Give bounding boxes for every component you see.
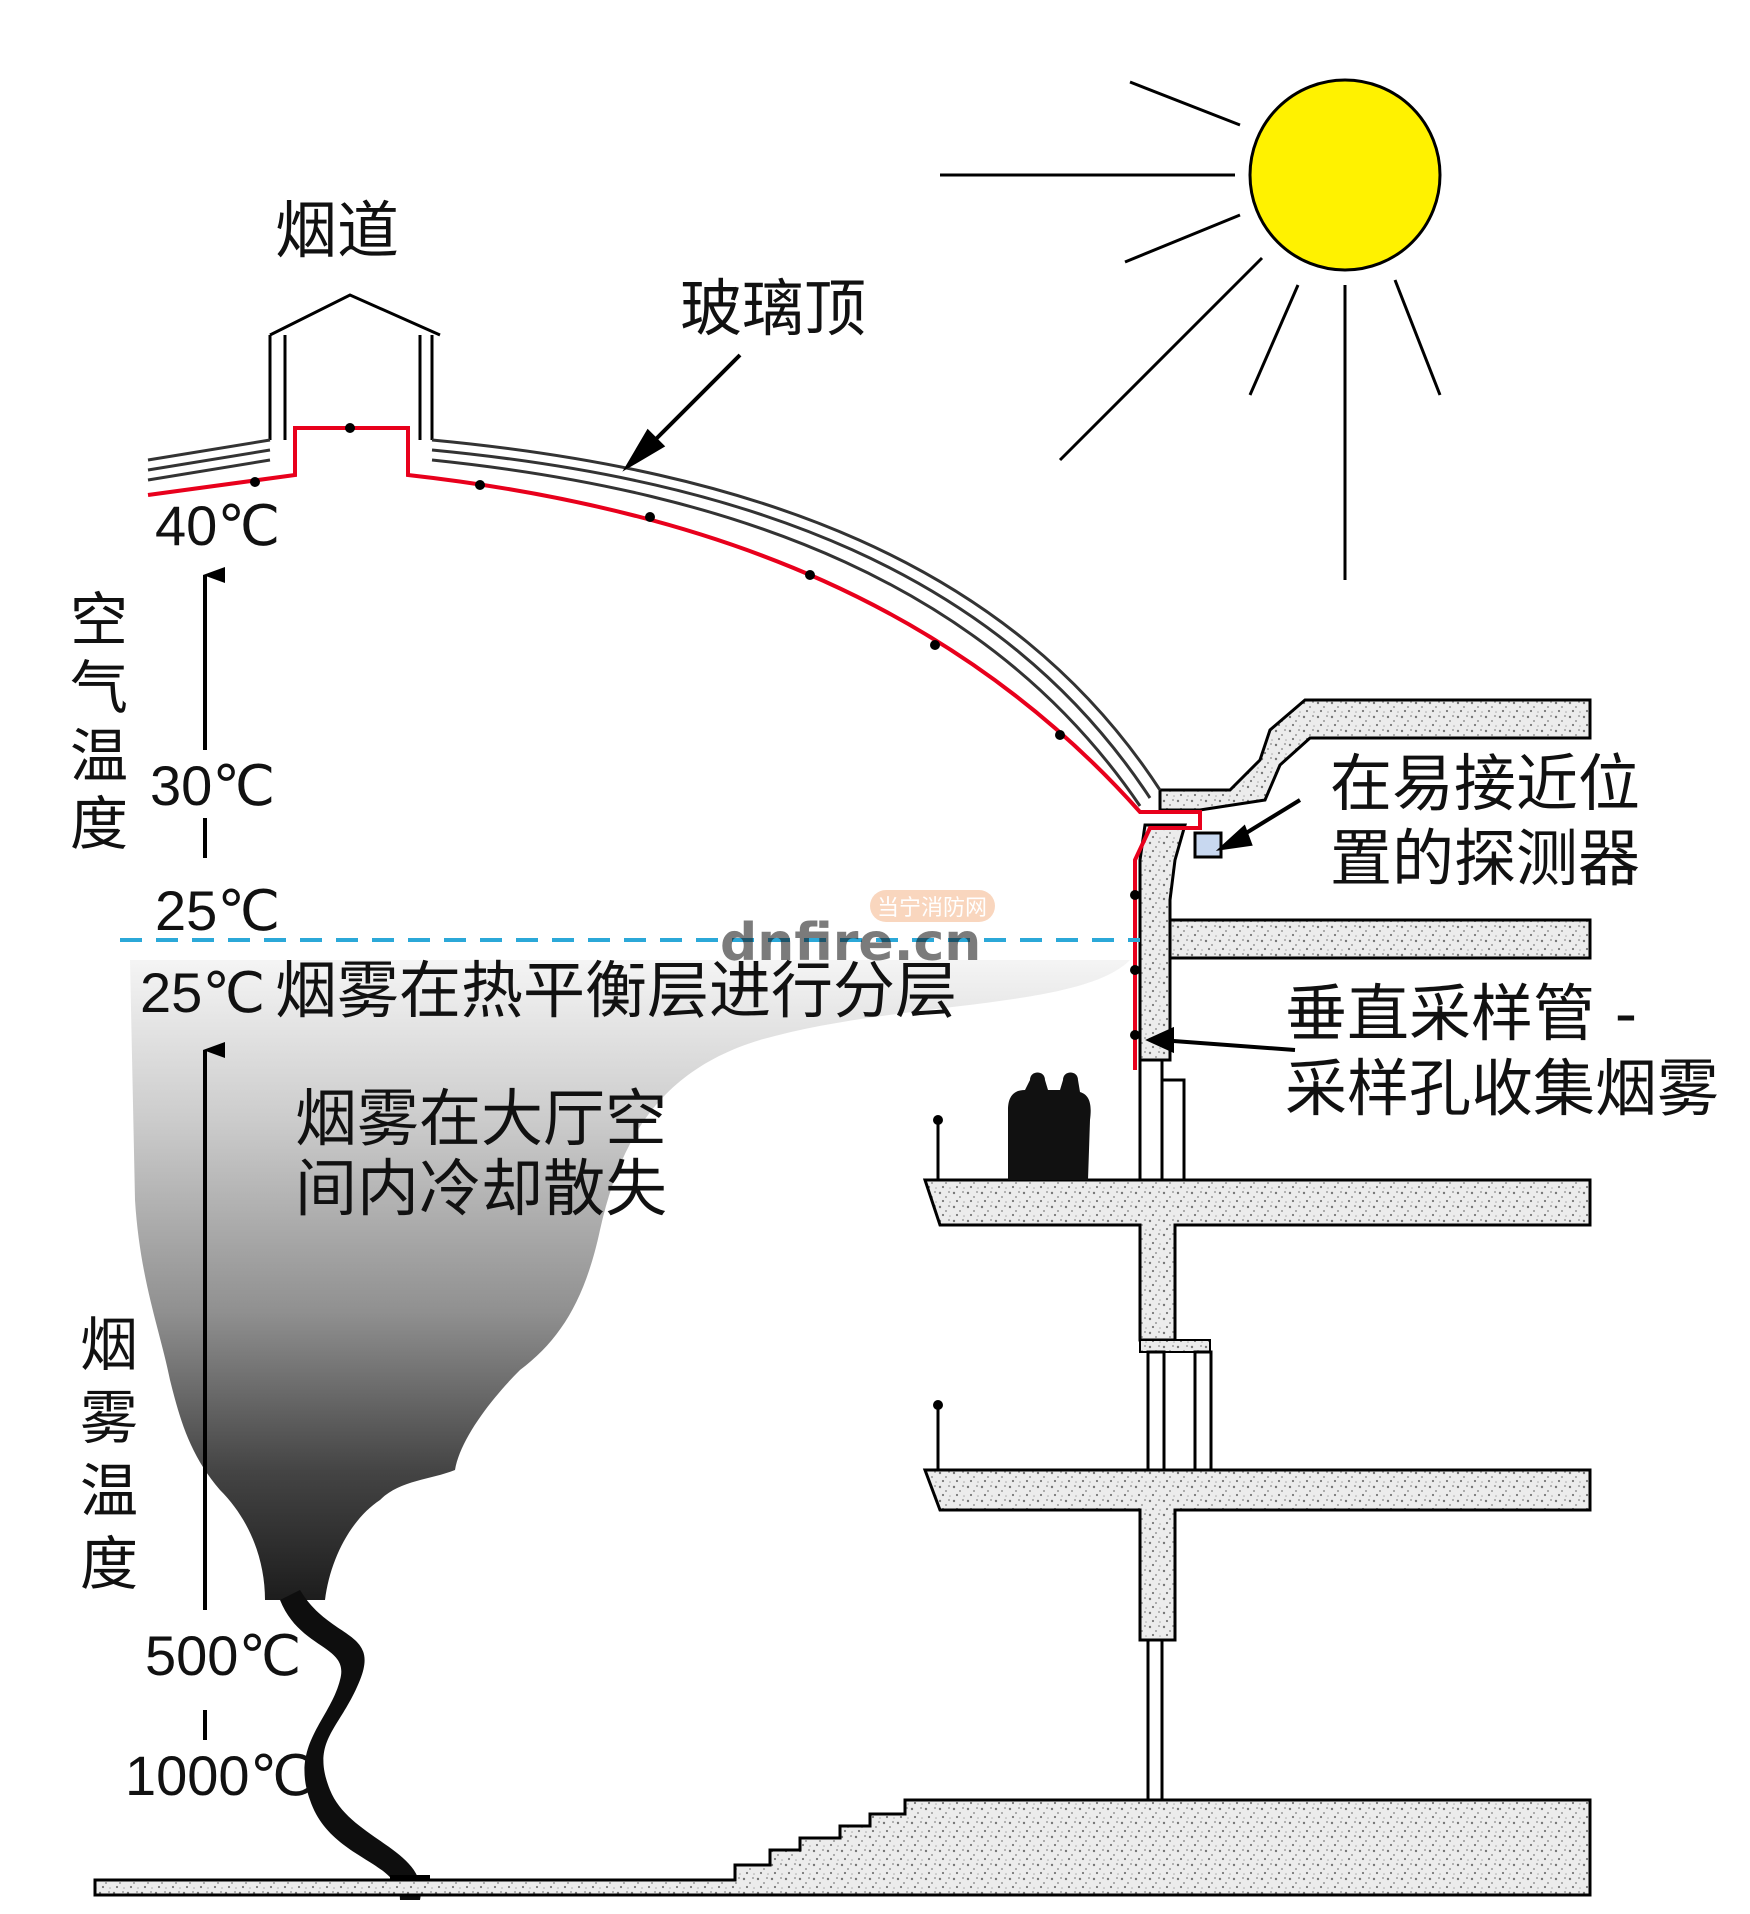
smoke-cloud: [130, 960, 1130, 1600]
sampling-label-line2: 采样孔收集烟雾: [1285, 1052, 1719, 1125]
svg-text:气: 气: [70, 654, 128, 722]
temp-25-upper: 25℃: [155, 879, 280, 942]
cooling-label-line2: 间内冷却散失: [295, 1152, 667, 1225]
temp-40: 40℃: [155, 494, 280, 557]
detector-box: [1193, 831, 1223, 859]
svg-text:温: 温: [70, 722, 128, 790]
pointer-arrows: [622, 353, 1302, 1054]
stratification-label: 烟雾在热平衡层进行分层: [275, 954, 957, 1027]
temp-1000: 1000℃: [125, 1744, 312, 1807]
temp-500: 500℃: [145, 1624, 301, 1687]
svg-text:度: 度: [80, 1530, 138, 1598]
watermark-text: dnfire.cn: [720, 913, 981, 973]
building-structure: [922, 698, 1592, 1802]
flue-structure: [268, 293, 441, 440]
svg-text:雾: 雾: [80, 1384, 138, 1452]
watermark: dnfire.cn 当宁消防网: [720, 890, 995, 973]
svg-text:度: 度: [70, 790, 128, 858]
people-silhouette: [1008, 1072, 1091, 1180]
watermark-badge: 当宁消防网: [877, 896, 987, 921]
detector-label-line1: 在易接近位: [1330, 747, 1640, 820]
sampling-pipe: [147, 426, 1202, 1070]
svg-text:烟: 烟: [80, 1311, 138, 1379]
svg-text:温: 温: [80, 1457, 138, 1525]
air-temp-axis-label: 空 气 温 度: [70, 586, 128, 858]
sampling-holes: [250, 423, 1140, 1040]
temp-25-lower: 25℃: [140, 961, 265, 1024]
ground-slab: [93, 1798, 1592, 1897]
detector-label-line2: 置的探测器: [1330, 822, 1640, 895]
smoke-plume-stream: [280, 1590, 421, 1900]
sun: [940, 78, 1442, 580]
glass-roof-label: 玻璃顶: [680, 272, 866, 345]
sampling-label-line1: 垂直采样管 -: [1285, 977, 1637, 1050]
cooling-label-line1: 烟雾在大厅空: [295, 1082, 667, 1155]
smoke-temp-axis-label: 烟 雾 温 度: [80, 1311, 138, 1598]
temp-30: 30℃: [150, 754, 275, 817]
flue-label: 烟道: [275, 194, 399, 267]
svg-text:空: 空: [70, 586, 128, 654]
glass-roof: [147, 438, 1162, 807]
